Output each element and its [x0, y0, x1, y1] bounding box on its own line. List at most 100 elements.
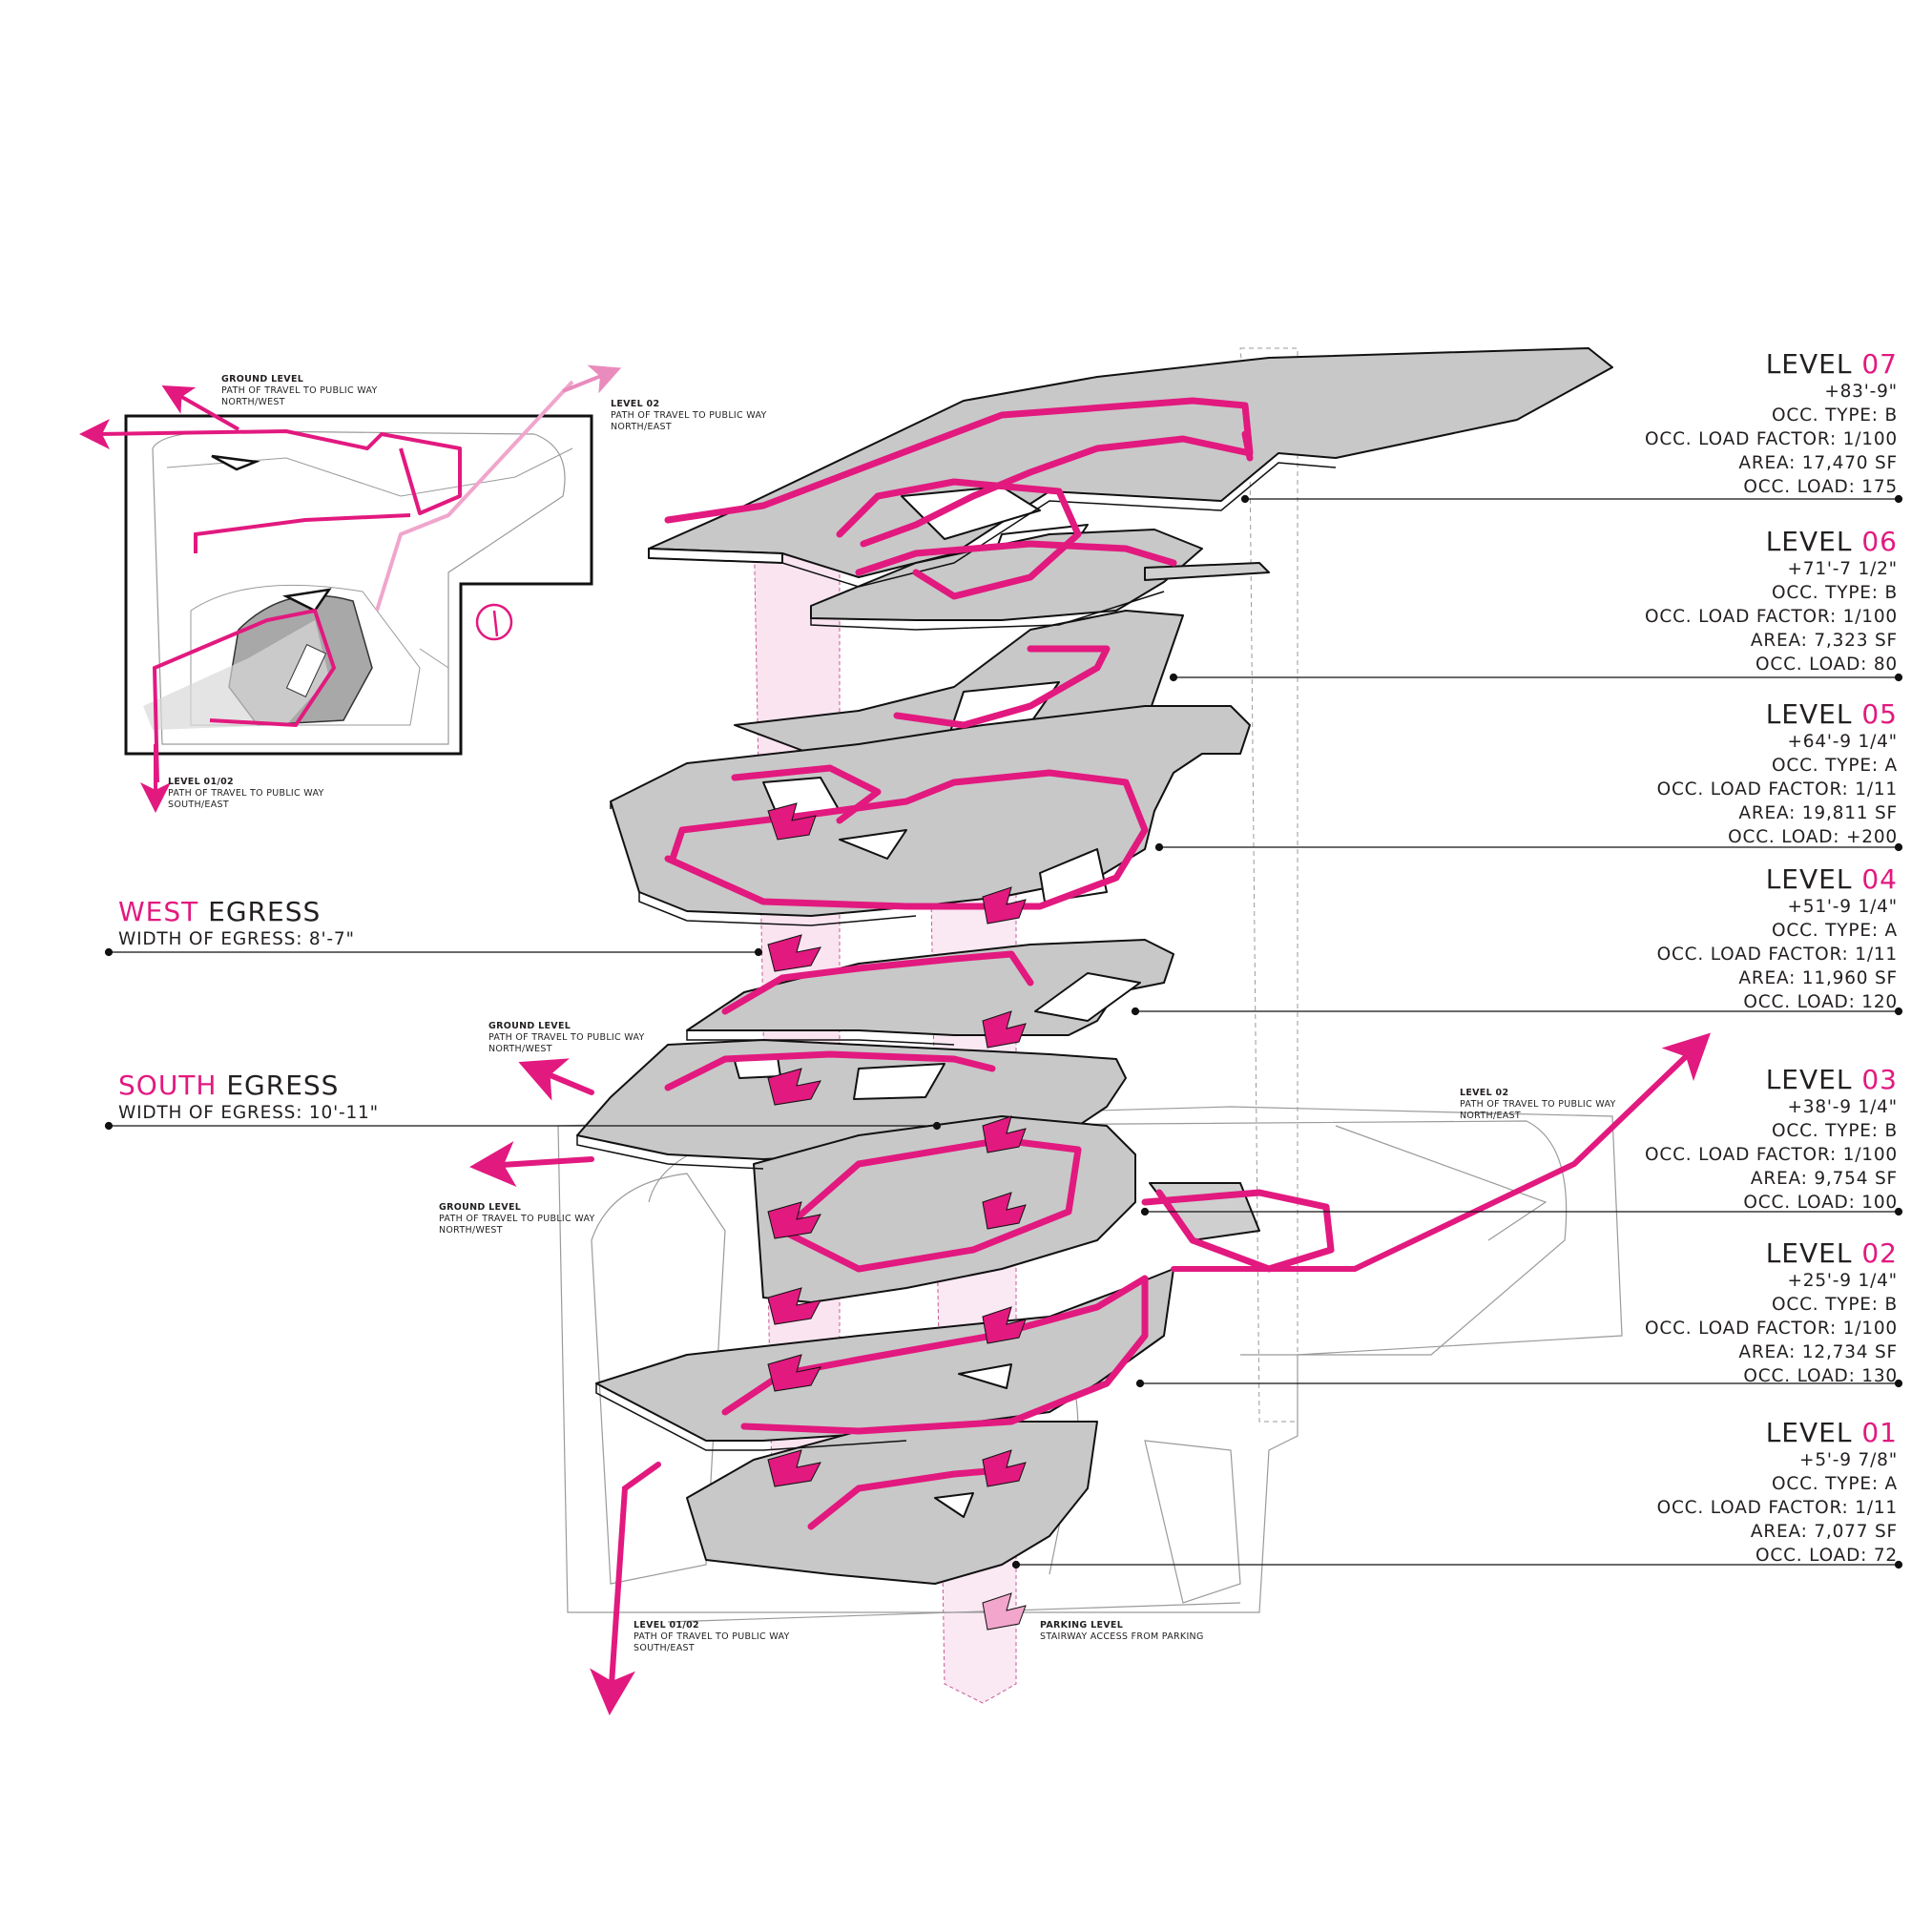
level-title: LEVEL — [1765, 1417, 1853, 1448]
occupancy-load-factor: OCC. LOAD FACTOR: 1/11 — [1656, 1498, 1898, 1518]
level-number: 04 — [1861, 863, 1898, 895]
level-number: 03 — [1861, 1064, 1898, 1095]
south-egress-label: SOUTH EGRESS WIDTH OF EGRESS: 10'-11" — [118, 1070, 379, 1126]
level-number: 06 — [1861, 526, 1898, 557]
level-elevation: +25'-9 1/4" — [1787, 1271, 1898, 1291]
slab-level-02-upper — [753, 1115, 1136, 1303]
level-01-label: LEVEL 01 +5'-9 7/8" OCC. TYPE: A OCC. LO… — [1554, 1418, 1898, 1568]
occupancy-type: OCC. TYPE: A — [1772, 1474, 1898, 1494]
level-number: 05 — [1861, 698, 1898, 730]
level-02-label: LEVEL 02 +25'-9 1/4" OCC. TYPE: B OCC. L… — [1554, 1238, 1898, 1388]
note-line: STAIRWAY ACCESS FROM PARKING — [1040, 1631, 1204, 1642]
occupancy-type: OCC. TYPE: B — [1771, 583, 1898, 603]
note-line: NORTH/WEST — [221, 397, 285, 407]
occupancy-load: OCC. LOAD: 120 — [1743, 992, 1898, 1012]
level-07-label: LEVEL 07 +83'-9" OCC. TYPE: B OCC. LOAD … — [1554, 349, 1898, 499]
egress-width: WIDTH OF EGRESS: 8'-7" — [118, 929, 355, 949]
west-egress-label: WEST EGRESS WIDTH OF EGRESS: 8'-7" — [118, 897, 355, 952]
occupancy-load-factor: OCC. LOAD FACTOR: 1/100 — [1645, 429, 1898, 449]
level-number: 01 — [1861, 1417, 1898, 1448]
level-0102-exit-note: LEVEL 01/02 PATH OF TRAVEL TO PUBLIC WAY… — [634, 1620, 790, 1654]
level-number: 02 — [1861, 1237, 1898, 1269]
floor-area: AREA: 7,323 SF — [1750, 631, 1898, 651]
occupancy-load: OCC. LOAD: 100 — [1743, 1193, 1898, 1213]
ground-level-note-upper: GROUND LEVEL PATH OF TRAVEL TO PUBLIC WA… — [488, 1021, 645, 1055]
level-05-label: LEVEL 05 +64'-9 1/4" OCC. TYPE: A OCC. L… — [1554, 699, 1898, 849]
occupancy-type: OCC. TYPE: B — [1771, 1295, 1898, 1315]
level-elevation: +51'-9 1/4" — [1787, 897, 1898, 917]
egress-title-text: EGRESS — [217, 1070, 340, 1101]
note-title: LEVEL 02 — [1460, 1088, 1509, 1098]
egress-direction: SOUTH — [118, 1070, 218, 1101]
note-line: NORTH/EAST — [611, 422, 672, 432]
level-02-exit-note: LEVEL 02 PATH OF TRAVEL TO PUBLIC WAY NO… — [1460, 1088, 1616, 1122]
floor-area: AREA: 7,077 SF — [1750, 1522, 1898, 1542]
occupancy-type: OCC. TYPE: A — [1772, 756, 1898, 776]
slab-level-07 — [648, 347, 1613, 578]
floor-area: AREA: 19,811 SF — [1738, 803, 1898, 823]
egress-paths — [664, 397, 1335, 1530]
note-line: PATH OF TRAVEL TO PUBLIC WAY — [439, 1214, 595, 1224]
level-title: LEVEL — [1765, 863, 1853, 895]
level-elevation: +83'-9" — [1824, 382, 1898, 402]
stair-flights — [767, 802, 1027, 1631]
note-title: PARKING LEVEL — [1040, 1620, 1124, 1631]
inset-ground-level-note: GROUND LEVEL PATH OF TRAVEL TO PUBLIC WA… — [221, 374, 378, 408]
occupancy-load: OCC. LOAD: 130 — [1743, 1366, 1898, 1386]
occupancy-load: OCC. LOAD: 175 — [1743, 477, 1898, 497]
level-title: LEVEL — [1765, 1064, 1853, 1095]
note-line: NORTH/WEST — [439, 1225, 503, 1236]
level-title: LEVEL — [1765, 1237, 1853, 1269]
inset-level-0102-note: LEVEL 01/02 PATH OF TRAVEL TO PUBLIC WAY… — [168, 777, 324, 811]
floor-area: AREA: 17,470 SF — [1738, 453, 1898, 473]
floor-area: AREA: 9,754 SF — [1750, 1169, 1898, 1189]
note-line: NORTH/WEST — [488, 1044, 552, 1054]
slab-edges — [576, 462, 1337, 1451]
slab-level-05 — [610, 705, 1251, 917]
egress-direction: WEST — [118, 896, 199, 927]
level-title: LEVEL — [1765, 526, 1853, 557]
exit-arrows — [469, 1032, 1711, 1715]
slab-level-01 — [686, 1421, 1098, 1585]
inset-site-plan — [79, 364, 622, 813]
level-03-label: LEVEL 03 +38'-9 1/4" OCC. TYPE: B OCC. L… — [1554, 1065, 1898, 1215]
occupancy-type: OCC. TYPE: B — [1771, 1121, 1898, 1141]
note-line: PATH OF TRAVEL TO PUBLIC WAY — [221, 385, 378, 396]
note-line: PATH OF TRAVEL TO PUBLIC WAY — [168, 788, 324, 799]
egress-width: WIDTH OF EGRESS: 10'-11" — [118, 1103, 379, 1123]
note-title: GROUND LEVEL — [221, 374, 304, 384]
occupancy-load: OCC. LOAD: 72 — [1755, 1546, 1898, 1566]
occupancy-load: OCC. LOAD: 80 — [1755, 654, 1898, 675]
note-title: GROUND LEVEL — [439, 1202, 522, 1213]
note-line: SOUTH/EAST — [634, 1643, 695, 1653]
note-line: SOUTH/EAST — [168, 800, 229, 810]
egress-title-text: EGRESS — [198, 896, 322, 927]
leader-lines — [104, 494, 1903, 1569]
occupancy-load-factor: OCC. LOAD FACTOR: 1/100 — [1645, 607, 1898, 627]
inset-level-02-note: LEVEL 02 PATH OF TRAVEL TO PUBLIC WAY NO… — [611, 399, 767, 433]
occupancy-load-factor: OCC. LOAD FACTOR: 1/11 — [1656, 945, 1898, 965]
note-line: PATH OF TRAVEL TO PUBLIC WAY — [611, 410, 767, 421]
level-elevation: +71'-7 1/2" — [1787, 559, 1898, 579]
occupancy-load: OCC. LOAD: +200 — [1728, 827, 1898, 847]
level-elevation: +38'-9 1/4" — [1787, 1097, 1898, 1117]
level-title: LEVEL — [1765, 348, 1853, 380]
note-title: LEVEL 01/02 — [168, 777, 234, 787]
note-title: LEVEL 02 — [611, 399, 660, 409]
note-line: PATH OF TRAVEL TO PUBLIC WAY — [634, 1631, 790, 1642]
level-title: LEVEL — [1765, 698, 1853, 730]
floor-area: AREA: 11,960 SF — [1738, 968, 1898, 988]
slab-level-06 — [810, 529, 1203, 621]
note-title: LEVEL 01/02 — [634, 1620, 699, 1631]
floor-area: AREA: 12,734 SF — [1738, 1342, 1898, 1362]
level-04-label: LEVEL 04 +51'-9 1/4" OCC. TYPE: A OCC. L… — [1554, 864, 1898, 1014]
occupancy-load-factor: OCC. LOAD FACTOR: 1/11 — [1656, 779, 1898, 800]
occupancy-load-factor: OCC. LOAD FACTOR: 1/100 — [1645, 1145, 1898, 1165]
note-line: PATH OF TRAVEL TO PUBLIC WAY — [1460, 1099, 1616, 1110]
occupancy-load-factor: OCC. LOAD FACTOR: 1/100 — [1645, 1319, 1898, 1339]
level-number: 07 — [1861, 348, 1898, 380]
note-title: GROUND LEVEL — [488, 1021, 571, 1031]
level-elevation: +5'-9 7/8" — [1799, 1450, 1898, 1470]
level-elevation: +64'-9 1/4" — [1787, 732, 1898, 752]
